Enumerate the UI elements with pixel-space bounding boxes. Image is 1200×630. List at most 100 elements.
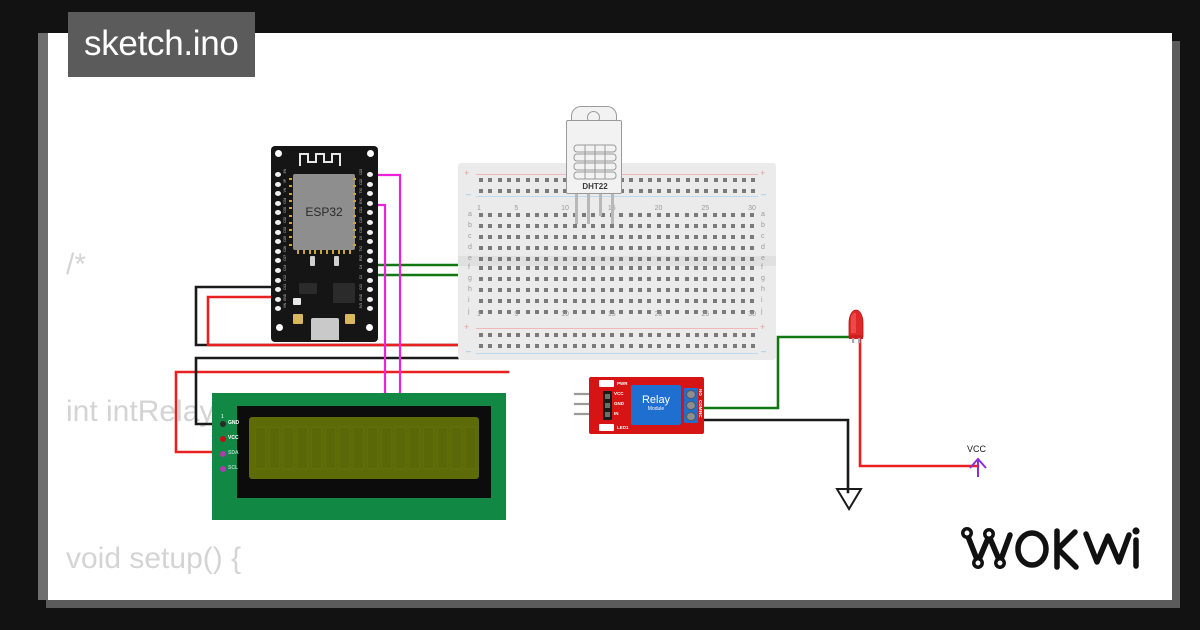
dht22-grille-icon: [573, 144, 617, 180]
esp32-pinlabel-d5: D5: [359, 236, 363, 241]
esp32-pin-d13[interactable]: [275, 287, 281, 293]
breadboard-plus-bot-left: +: [464, 322, 470, 332]
esp32-pinlabel-d21: D21: [359, 207, 363, 214]
vcc-label: VCC: [967, 444, 987, 454]
lcd-cell: [395, 427, 406, 469]
file-tab-sketch-ino[interactable]: sketch.ino: [68, 12, 255, 77]
esp32-pinlabel-d19: D19: [359, 217, 363, 223]
esp32-pin-d2[interactable]: [367, 277, 373, 283]
esp32-pinlabel-d12: D12: [283, 274, 287, 281]
relay-screw-com[interactable]: [686, 401, 696, 410]
esp32-pin-vn[interactable]: [275, 191, 281, 197]
esp32-pinlabel-en: EN: [283, 169, 287, 174]
esp32-pin-gnd[interactable]: [367, 296, 373, 302]
esp32-pin-d14[interactable]: [275, 268, 281, 273]
esp32-pinlabel-tx0: TX0: [359, 188, 363, 194]
led-component[interactable]: [845, 307, 867, 344]
esp32-shield-pad: [353, 221, 356, 224]
esp32-pin-d33[interactable]: [275, 229, 281, 235]
esp32-pin-d12[interactable]: [275, 277, 281, 283]
esp32-pinlabel-d32: D32: [283, 217, 287, 223]
esp32-pin-tx0[interactable]: [367, 191, 373, 197]
esp32-shield-pad: [331, 250, 334, 254]
esp32-pin-gnd[interactable]: [275, 296, 281, 302]
breadboard-rail-top-minus-line: [476, 196, 758, 197]
lcd-cell: [255, 427, 266, 469]
esp32-boot-button[interactable]: [293, 314, 303, 324]
esp32-shield-pad: [353, 199, 356, 202]
relay-com-label: COM: [698, 400, 703, 411]
esp32-shield-pad: [353, 214, 356, 217]
esp32-pin-d19[interactable]: [367, 220, 373, 225]
vcc-symbol[interactable]: VCC: [962, 444, 998, 477]
esp32-pin-d34[interactable]: [275, 200, 281, 206]
esp32-shield-pad: [308, 250, 311, 254]
esp32-pin-vin[interactable]: [275, 306, 281, 312]
lcd-label-sda: SDA: [228, 450, 239, 456]
esp32-pin-d22[interactable]: [367, 181, 373, 187]
esp32-pin-rx2[interactable]: [367, 258, 373, 264]
relay-screw-nc[interactable]: [686, 412, 696, 421]
esp32-regulator-chip: [299, 283, 317, 294]
esp32-pin-tx2[interactable]: [367, 248, 373, 254]
wokwi-logo-icon: [961, 527, 1140, 570]
lcd-pin-gnd[interactable]: [220, 421, 226, 427]
esp32-pin-en[interactable]: [275, 172, 281, 177]
esp32-pin-d23[interactable]: [367, 172, 373, 177]
breadboard-rail-bot-plus-line: [476, 328, 758, 329]
esp32-passive-2: [310, 256, 315, 266]
esp32-shield-pad: [353, 243, 356, 246]
esp32-pin-d15[interactable]: [367, 287, 373, 293]
esp32-pin-rx0[interactable]: [367, 200, 373, 206]
lcd-pin-vcc[interactable]: [220, 436, 226, 442]
lcd-pin-sda[interactable]: [220, 451, 226, 457]
dht22-sensor[interactable]: DHT22: [566, 106, 622, 224]
relay-module[interactable]: PWR LED1 VCC GND IN Relay Module NO COM …: [589, 377, 704, 434]
relay-pin-vcc[interactable]: [605, 394, 610, 399]
esp32-pin-d35[interactable]: [275, 210, 281, 216]
dht22-body: DHT22: [566, 120, 622, 194]
esp32-pin-d27[interactable]: [275, 258, 281, 264]
breadboard-plus-top-left: +: [464, 168, 470, 178]
dht22-leg-1: [575, 194, 578, 224]
gnd-symbol[interactable]: [832, 485, 866, 513]
dht22-leg-2: [587, 194, 590, 224]
esp32-pinlabel-vn: VN: [283, 188, 287, 193]
lcd-pin-scl[interactable]: [220, 466, 226, 472]
lcd-cell: [437, 427, 448, 469]
esp32-pinlabel-gnd: GND: [359, 293, 363, 301]
wokwi-logo: [958, 522, 1140, 581]
esp32-pin-d32[interactable]: [275, 220, 281, 225]
relay-screw-no[interactable]: [686, 390, 696, 399]
lcd-cell: [269, 427, 280, 469]
esp32-pinlabel-d26: D26: [283, 245, 287, 252]
esp32-pin-d4[interactable]: [367, 268, 373, 273]
esp32-pin-d5[interactable]: [367, 239, 373, 245]
esp32-shield-pad: [289, 243, 292, 246]
esp32-pinlabel-d25: D25: [283, 236, 287, 242]
breadboard-minus-top-left: –: [466, 189, 472, 199]
esp32-pin-3v3[interactable]: [367, 306, 373, 312]
relay-block-subtitle: Module: [647, 406, 665, 412]
esp32-pinlabel-d22: D22: [359, 178, 363, 185]
esp32-pin-d21[interactable]: [367, 210, 373, 216]
esp32-pin-vp[interactable]: [275, 181, 281, 187]
esp32-en-button[interactable]: [345, 314, 355, 324]
relay-pin-gnd[interactable]: [605, 403, 610, 408]
esp32-shield-pad: [343, 250, 346, 254]
esp32-pin-d26[interactable]: [275, 248, 281, 254]
code-line-0: /*: [66, 248, 87, 281]
wire-red-lcd-vcc: [174, 370, 510, 454]
esp32-mount-hole-tl: [275, 150, 282, 157]
esp32-pinlabel-tx2: TX2: [359, 245, 363, 252]
relay-pin-in[interactable]: [605, 412, 610, 417]
breadboard-minus-bot-left: –: [466, 346, 472, 356]
esp32-pin-d25[interactable]: [275, 239, 281, 245]
esp32-pin-d18[interactable]: [367, 229, 373, 235]
lcd1602-display[interactable]: 1 GND VCC SDA SCL: [212, 393, 506, 520]
esp32-pinlabel-d15: D15: [359, 284, 363, 290]
lcd-cell: [367, 427, 378, 469]
esp32-shield-pad: [297, 250, 299, 254]
